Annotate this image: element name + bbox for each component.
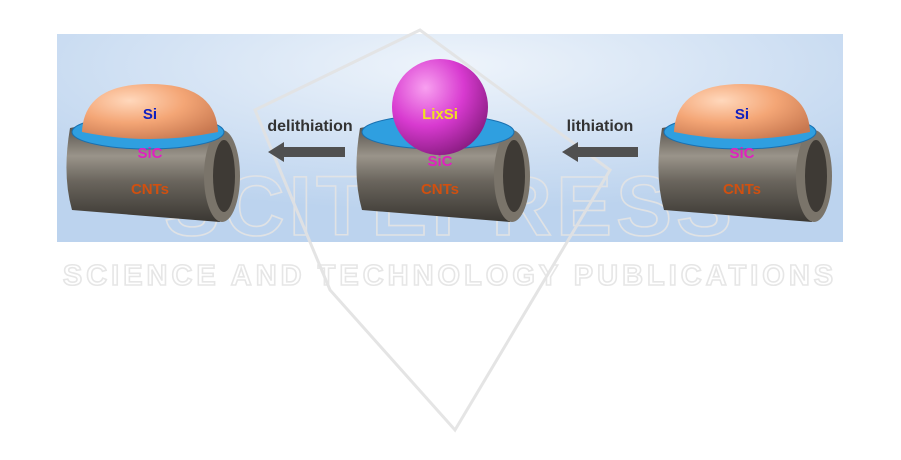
si-core <box>674 84 810 139</box>
cnt-label: CNTs <box>131 181 169 198</box>
sic-label: SiC <box>137 145 162 162</box>
cnt-label: CNTs <box>421 181 459 198</box>
cnt-tube-opening <box>805 140 827 212</box>
si-core <box>82 84 218 139</box>
delithiation-arrow: delithiation <box>267 118 353 162</box>
lixsi-core <box>392 59 488 155</box>
si-label: Si <box>735 106 749 123</box>
lithiation-arrow: lithiation <box>562 118 638 162</box>
cnt-tube-opening <box>503 140 525 212</box>
si-label: Si <box>143 106 157 123</box>
sic-label: SiC <box>427 153 452 170</box>
cnt-tube-opening <box>213 140 235 212</box>
lithiation-label: lithiation <box>567 118 634 135</box>
cnt-label: CNTs <box>723 181 761 198</box>
sic-label: SiC <box>729 145 754 162</box>
lixsi-label: LixSi <box>422 106 458 123</box>
svg-text:SCIENCE AND TECHNOLOGY PUBLICA: SCIENCE AND TECHNOLOGY PUBLICATIONS <box>63 260 837 292</box>
delithiation-label: delithiation <box>267 118 352 135</box>
